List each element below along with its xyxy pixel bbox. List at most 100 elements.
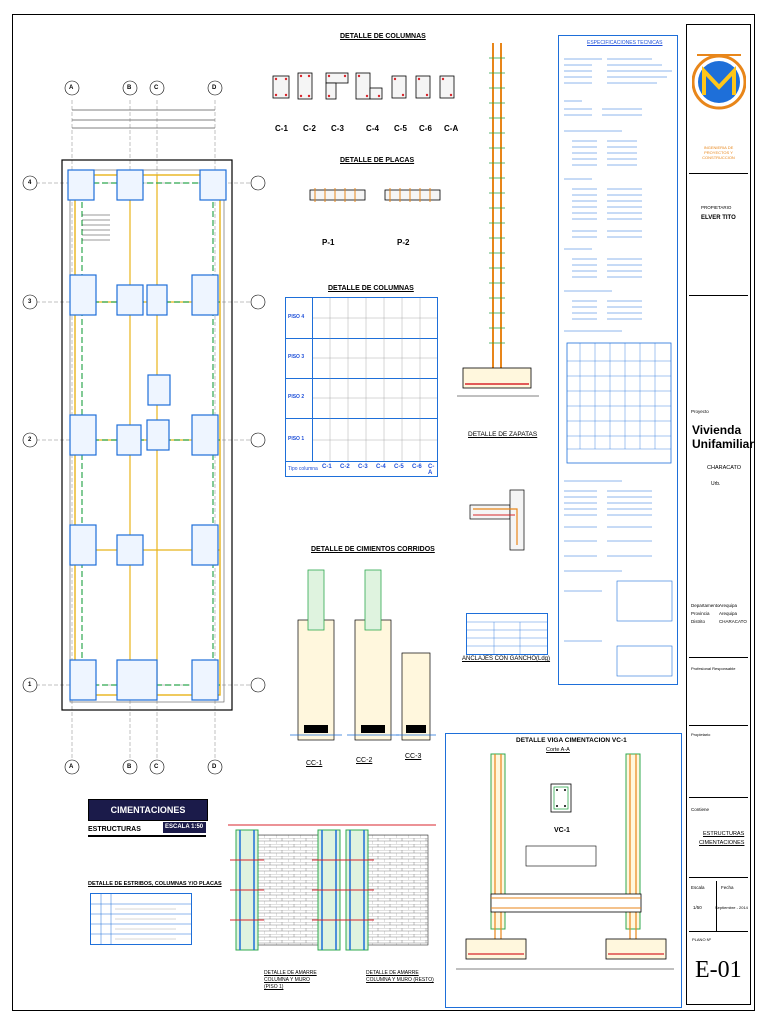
amarre2-title: DETALLE DE AMARRE COLUMNA Y MURO (RESTO) (366, 970, 434, 983)
columnas-table-floor-col (286, 298, 313, 461)
footer-c2: C-2 (340, 464, 350, 470)
axis-label-3: 3 (28, 299, 32, 305)
columnas-table-row-divider (286, 418, 437, 419)
project-name: Vivienda Unifamiliar (692, 423, 755, 451)
axis-label-d-bottom: D (212, 764, 217, 770)
plan-title-underline (88, 835, 206, 837)
project-district: CHARACATO (707, 465, 742, 471)
table-footer-label: Tipo columna (288, 466, 318, 472)
content-area: Contiene ESTRUCTURAS CIMENTACIONES (689, 801, 748, 878)
sheet-number-area: PLANO Nº E-01 (689, 935, 748, 1001)
anclajes-title: ANCLAJES CON GANCHO(Ldg) (462, 656, 551, 662)
column-labels: C-1 C-2 C-3 C-4 C-5 C-6 C-A (270, 124, 470, 136)
sheet-label: PLANO Nº (692, 937, 712, 942)
estribos-title: DETALLE DE ESTRIBOS, COLUMNAS Y/O PLACAS (88, 881, 222, 887)
project-label: Proyecto (691, 409, 709, 414)
cimiento-label-cc2: CC-2 (356, 757, 373, 764)
axis-label-2: 2 (28, 437, 32, 443)
detalle-placas-title: DETALLE DE PLACAS (340, 157, 415, 164)
footer-c1: C-1 (322, 464, 332, 470)
dep-value: Arequipa (719, 603, 738, 608)
axis-label-1: 1 (28, 682, 32, 688)
company-logo-icon (692, 54, 746, 110)
columnas-table-row-divider (286, 338, 437, 339)
professional-label: Profesional Responsable (691, 666, 736, 671)
owner-area: PROPIETARIO ELVER TITO (689, 175, 748, 296)
axis-label-b-bottom: B (127, 764, 132, 770)
prov-label: Provincia (691, 611, 710, 616)
placa-sections-drawing (309, 188, 441, 202)
logo-text: INGENIERIA DE PROYECTOS Y CONSTRUCCION (702, 145, 735, 160)
dist-label: Distrito (691, 619, 706, 624)
column-sections-drawing (272, 72, 455, 100)
plan-scale: ESCALA 1:50 (165, 824, 204, 830)
zapatas-title: DETALLE DE ZAPATAS (468, 431, 538, 438)
scale-date-area: Escala 1/50 Fecha Septiembre - 2014 (689, 881, 748, 932)
plan-scale-box: ESCALA 1:50 (163, 822, 206, 833)
columnas-table-row-divider (286, 378, 437, 379)
owner-sign-area: Propietario (689, 729, 748, 798)
plan-banner-title: CIMENTACIONES (110, 805, 186, 815)
placa-sections (305, 178, 455, 218)
floor-label-1: PISO 1 (288, 436, 305, 442)
cimiento-label-cc1: CC-1 (306, 760, 323, 767)
viga-drawing (456, 753, 674, 970)
column-label-c4: C-4 (366, 124, 379, 133)
connection-detail (465, 485, 545, 555)
placa-label-p2: P-2 (397, 238, 410, 247)
professional-area: Profesional Responsable (689, 663, 748, 726)
column-label-c2: C-2 (303, 124, 316, 133)
owner-name: ELVER TITO (701, 215, 736, 221)
date-label: Fecha (721, 885, 734, 890)
prov-value: Arequipa (719, 611, 738, 616)
date-value: Septiembre - 2014 (715, 905, 748, 910)
floor-label-2: PISO 2 (288, 394, 305, 400)
viga-title: DETALLE VIGA CIMENTACION VC-1 (516, 737, 627, 744)
dep-label: Departamento (691, 603, 720, 608)
viga-cimentacion-panel: DETALLE VIGA CIMENTACION VC-1 Corte A-A … (445, 733, 682, 1008)
axis-label-a-bottom: A (69, 764, 74, 770)
column-elevation (455, 38, 545, 413)
amarre1-title: DETALLE DE AMARRE COLUMNA Y MURO (PISO 1… (264, 970, 317, 990)
title-block: INGENIERIA DE PROYECTOS Y CONSTRUCCION P… (686, 24, 755, 1005)
sheet-number: E-01 (695, 957, 742, 983)
axis-label-d: D (212, 85, 217, 91)
table-footer: C-1 C-2 C-3 C-4 C-5 C-6 C-A (316, 464, 438, 476)
especificaciones-title: ESPECIFICACIONES TECNICAS (587, 40, 663, 46)
content-line-2: CIMENTACIONES (699, 840, 745, 846)
anclajes-grid (467, 621, 547, 654)
detalle-columnas-title: DETALLE DE COLUMNAS (340, 33, 426, 40)
cimientos-sections (290, 569, 436, 741)
axis-label-b: B (127, 85, 132, 91)
placa-label-p1: P-1 (322, 238, 335, 247)
footer-ca: C-A (428, 464, 435, 476)
cimiento-label-cc3: CC-3 (405, 753, 422, 760)
column-sections (268, 68, 463, 108)
corte-title: Corte A-A (546, 747, 570, 753)
project-urb: Urb. (711, 481, 721, 487)
scale-value: 1/50 (693, 905, 702, 910)
estribos-grid (91, 894, 191, 944)
axis-label-c: C (154, 85, 159, 91)
axis-label-a: A (69, 85, 74, 91)
estribos-table (90, 893, 192, 945)
axis-label-c-bottom: C (154, 764, 159, 770)
foundation-plan (20, 70, 270, 790)
footer-c6: C-6 (412, 464, 422, 470)
amarre-drawing (228, 820, 438, 968)
columnas-table-grid (313, 298, 437, 461)
column-label-c1: C-1 (275, 124, 288, 133)
content-line-1: ESTRUCTURAS (703, 831, 745, 837)
columnas-table-row-divider (286, 461, 437, 462)
column-elevation-drawing (457, 43, 539, 397)
content-label: Contiene (691, 807, 710, 812)
columnas-table-title: DETALLE DE COLUMNAS (328, 285, 414, 292)
axis-label-4: 4 (28, 180, 32, 186)
floor-label-4: PISO 4 (288, 314, 305, 320)
especificaciones-panel: ESPECIFICACIONES TECNICAS (558, 35, 678, 685)
footer-c5: C-5 (394, 464, 404, 470)
owner-sign-label: Propietario (691, 732, 711, 737)
columnas-table: PISO 4 PISO 3 PISO 2 PISO 1 Tipo columna… (285, 297, 438, 477)
owner-label: PROPIETARIO (701, 205, 732, 210)
vc1-label: VC-1 (554, 827, 570, 834)
